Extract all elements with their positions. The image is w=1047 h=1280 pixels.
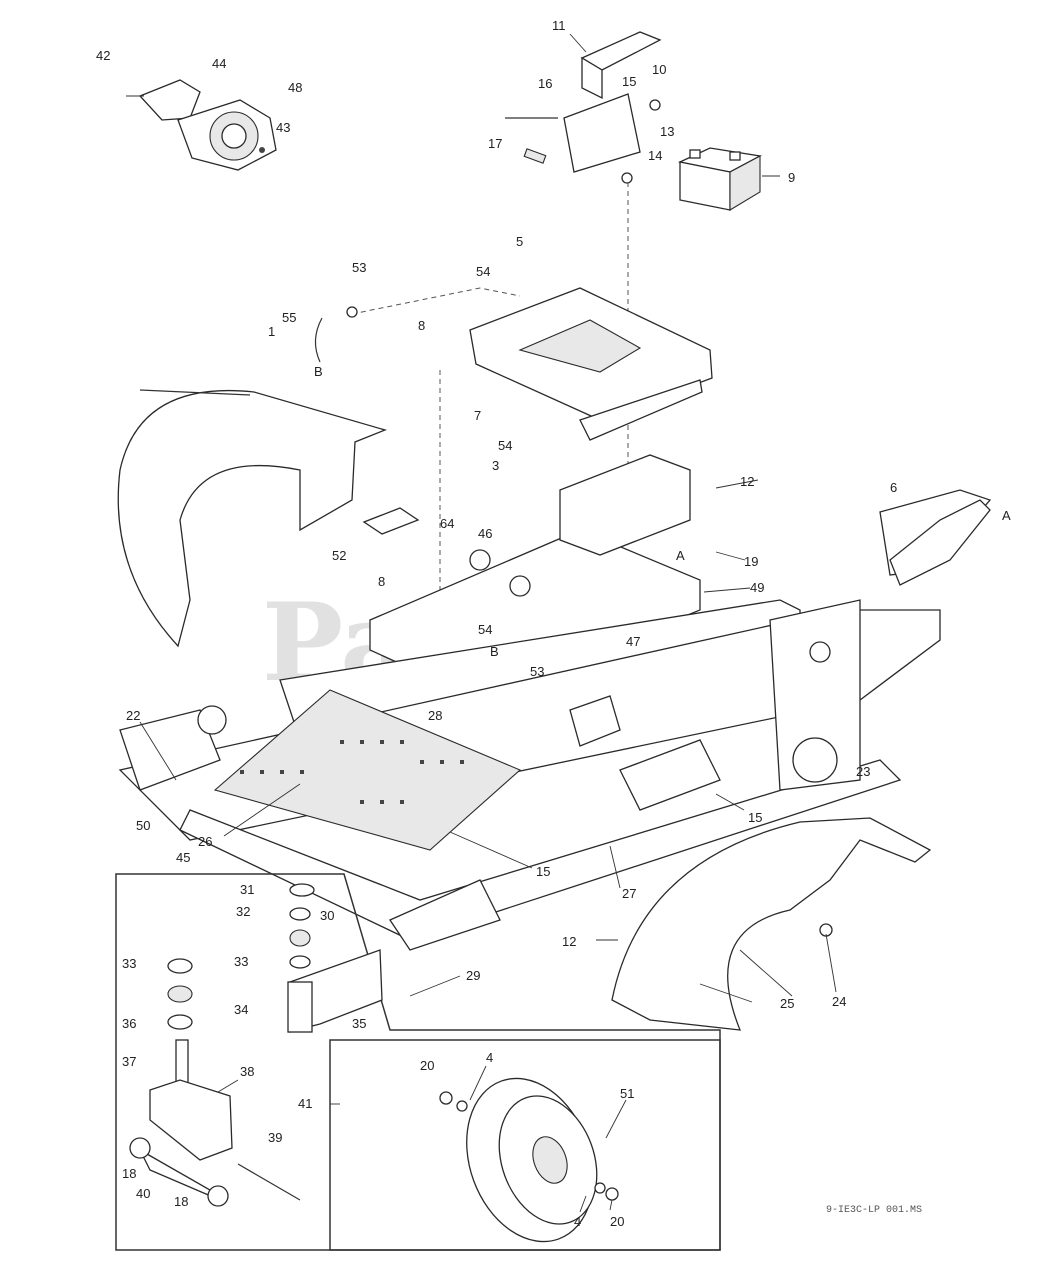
label-29: 29 [466,968,480,983]
leader-lines [139,33,837,1213]
label-52: 52 [332,548,346,563]
wheel-box [329,1039,721,1251]
label-41: 41 [298,1096,312,1111]
label-8: 8 [418,318,425,333]
label-32: 32 [236,904,250,919]
label-50: 50 [136,818,150,833]
label-25: 25 [780,996,794,1011]
label-45: 45 [176,850,190,865]
label-33: 33 [234,954,248,969]
label-13: 13 [660,124,674,139]
label-9: 9 [788,170,795,185]
label-27: 27 [622,886,636,901]
label-19: 19 [744,554,758,569]
label-b: B [314,364,323,379]
label-31: 31 [240,882,254,897]
label-47: 47 [626,634,640,649]
caster-wheel [439,1077,619,1243]
label-23: 23 [856,764,870,779]
label-34: 34 [234,1002,248,1017]
label-1: 1 [268,324,275,339]
label-36: 36 [122,1016,136,1031]
label-4: 4 [486,1050,493,1065]
bracket-52 [362,507,420,535]
label-a: A [1002,508,1011,523]
label-49: 49 [750,580,764,595]
right-fender [611,817,932,1031]
caster-parts [129,883,383,1207]
seat-support-pan [351,287,713,441]
label-14: 14 [648,148,662,163]
label-54: 54 [498,438,512,453]
label-10: 10 [652,62,666,77]
label-54: 54 [478,622,492,637]
label-3: 3 [492,458,499,473]
label-51: 51 [620,1086,634,1101]
label-15: 15 [622,74,636,89]
label-11: 11 [552,18,566,33]
label-5: 5 [516,234,523,249]
label-37: 37 [122,1054,136,1069]
label-20: 20 [420,1058,434,1073]
label-44: 44 [212,56,226,71]
label-43: 43 [276,120,290,135]
label-15: 15 [536,864,550,879]
label-35: 35 [352,1016,366,1031]
label-24: 24 [832,994,846,1009]
label-28: 28 [428,708,442,723]
label-39: 39 [268,1130,282,1145]
label-40: 40 [136,1186,150,1201]
label-15: 15 [748,810,762,825]
label-46: 46 [478,526,492,541]
wire-harness [314,317,323,363]
label-12: 12 [562,934,576,949]
bracket-6 [889,499,991,586]
label-6: 6 [890,480,897,495]
label-26: 26 [198,834,212,849]
label-16: 16 [538,76,552,91]
label-8: 8 [378,574,385,589]
label-55: 55 [282,310,296,325]
label-18: 18 [174,1194,188,1209]
label-18: 18 [122,1166,136,1181]
battery-bracket-assembly [505,31,662,184]
caster-box [115,873,721,1251]
label-53: 53 [530,664,544,679]
label-53: 53 [352,260,366,275]
label-7: 7 [474,408,481,423]
label-30: 30 [320,908,334,923]
main-frame [118,454,992,951]
label-42: 42 [96,48,110,63]
label-20: 20 [610,1214,624,1229]
horn-bracket-assembly [126,79,277,171]
label-12: 12 [740,474,754,489]
left-fender [117,389,387,648]
label-22: 22 [126,708,140,723]
label-33: 33 [122,956,136,971]
drawing-code: 9-IE3C-LP 001.MS [826,1205,922,1216]
label-17: 17 [488,136,502,151]
label-b: B [490,644,499,659]
label-4: 4 [574,1214,581,1229]
label-a: A [676,548,685,563]
label-38: 38 [240,1064,254,1079]
label-48: 48 [288,80,302,95]
label-64: 64 [440,516,454,531]
label-54: 54 [476,264,490,279]
battery [677,147,763,211]
